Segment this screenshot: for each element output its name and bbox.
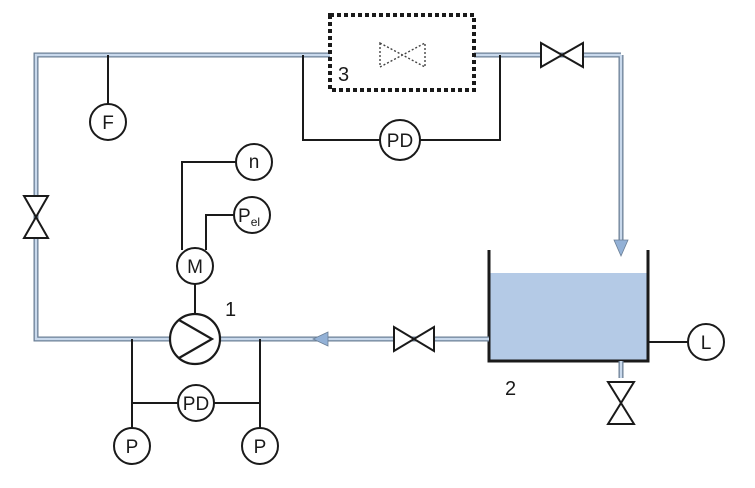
flow-arrow-into-tank: [613, 239, 629, 257]
motor: M: [176, 247, 214, 285]
valve-bottom[interactable]: [393, 325, 435, 353]
level-sensor: L: [687, 323, 725, 361]
test-section-valve-icon: [379, 41, 426, 69]
pump-triangle: [178, 319, 215, 359]
speed-sensor-label: n: [249, 152, 260, 173]
speed-sensor: n: [235, 143, 273, 181]
motor-label: M: [187, 257, 203, 278]
valve-left[interactable]: [22, 195, 50, 239]
test-section-box: [328, 13, 476, 92]
power-meter-sub: el: [251, 215, 260, 229]
pressure-diff-pump: PD: [177, 384, 215, 422]
tank-fluid: [489, 273, 648, 361]
power-meter: Pel: [233, 196, 271, 234]
pressure-sensor-right: P: [241, 427, 279, 465]
level-sensor-label: L: [701, 333, 712, 354]
flow-meter-label: F: [102, 113, 114, 134]
tank-number: 2: [505, 378, 516, 400]
flow-meter: F: [89, 103, 127, 141]
pressure-sensor-right-label: P: [254, 437, 267, 458]
pump-number: 1: [225, 299, 236, 321]
signal-lines: [107, 55, 688, 428]
power-meter-label: Pel: [238, 206, 260, 229]
pressure-diff-test-label: PD: [387, 131, 413, 152]
valve-top-right[interactable]: [540, 41, 584, 69]
pressure-diff-test-section: PD: [379, 119, 421, 161]
test-section: 3: [328, 13, 476, 92]
pressure-diff-pump-label: PD: [183, 394, 209, 415]
flow-arrow-to-pump: [312, 331, 329, 347]
valve-tank-drain[interactable]: [606, 381, 636, 425]
tank: [487, 250, 650, 363]
test-section-number: 3: [338, 64, 349, 86]
power-meter-main: P: [238, 206, 251, 227]
pressure-sensor-left-label: P: [126, 437, 139, 458]
pump: 1: [168, 299, 236, 366]
pressure-sensor-left: P: [113, 427, 151, 465]
pump-body: [168, 312, 222, 366]
tank-wall: [487, 250, 650, 363]
